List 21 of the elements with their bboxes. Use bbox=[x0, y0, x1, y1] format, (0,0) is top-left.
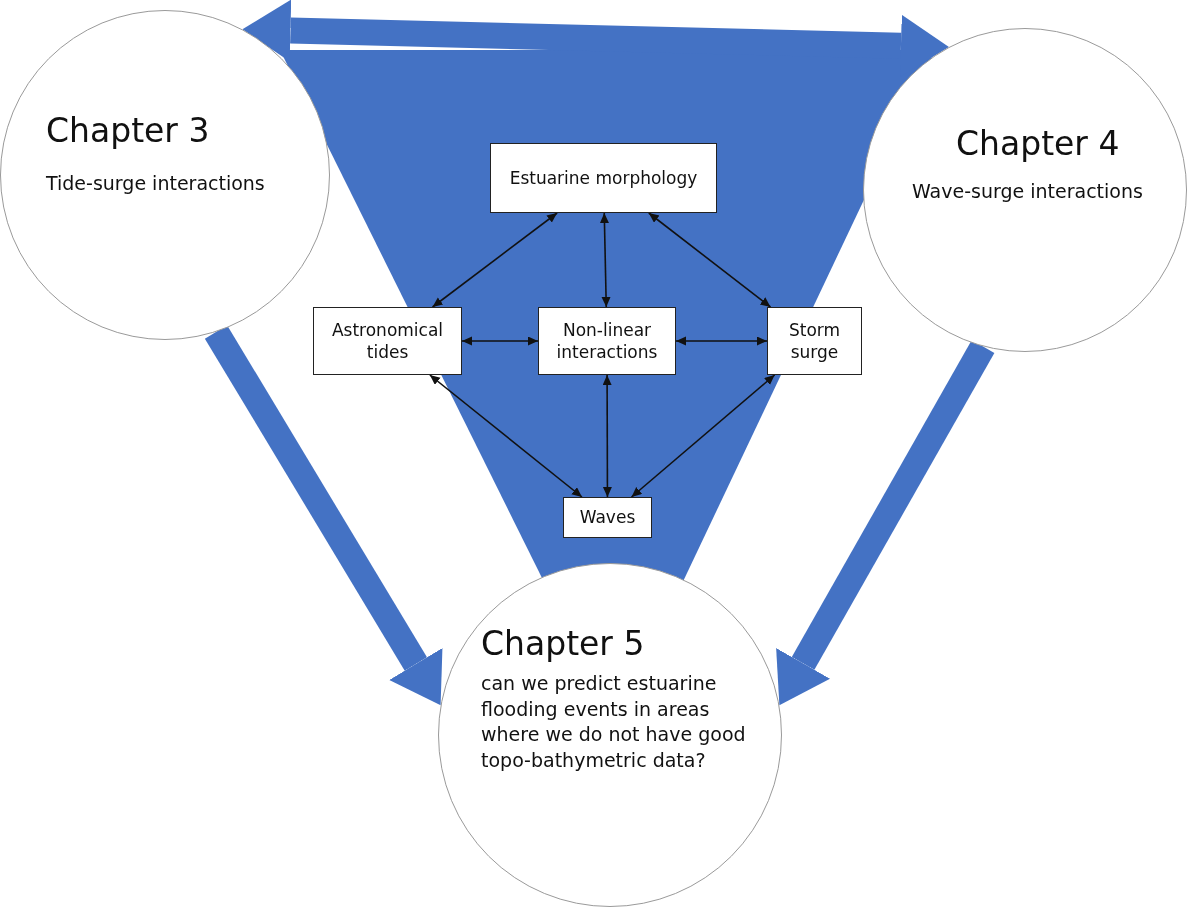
arrow bbox=[675, 336, 768, 346]
block-arrow bbox=[204, 325, 443, 706]
arrow bbox=[599, 212, 611, 308]
chapter-heading: Chapter 5 bbox=[481, 624, 645, 663]
chapter-description: Tide-surge interactions bbox=[46, 171, 266, 196]
process-box: Storm surge bbox=[767, 307, 862, 375]
arrow bbox=[602, 374, 612, 498]
process-box: Astronomical tides bbox=[313, 307, 462, 375]
arrow bbox=[648, 212, 772, 308]
chapter-description: can we predict estuarine flooding events in areas where we do not have good topo-bathymetric data? bbox=[481, 671, 747, 773]
arrow bbox=[431, 212, 558, 308]
chapter-heading: Chapter 3 bbox=[46, 111, 210, 150]
process-box: Non-linear interactions bbox=[538, 307, 676, 375]
arrow bbox=[630, 374, 776, 498]
chapter-heading: Chapter 4 bbox=[956, 124, 1120, 163]
arrow bbox=[461, 336, 539, 346]
process-box: Waves bbox=[563, 497, 652, 538]
chapter-description: Wave-surge interactions bbox=[912, 179, 1144, 204]
process-box: Estuarine morphology bbox=[490, 143, 717, 213]
block-arrow bbox=[776, 340, 995, 706]
arrow bbox=[429, 374, 583, 498]
